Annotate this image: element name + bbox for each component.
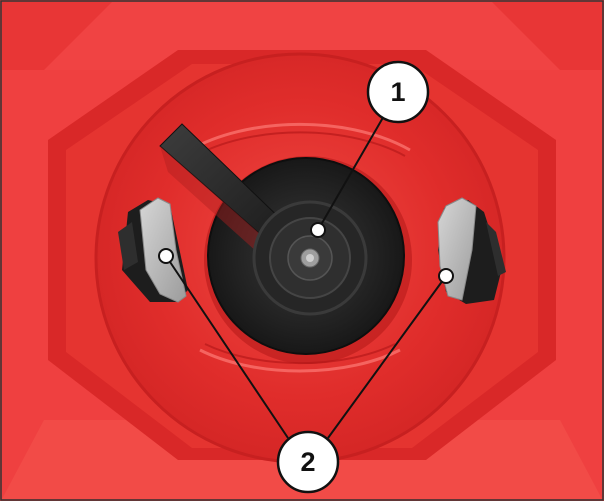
leader-dot-2b [439,269,453,283]
leader-dot-2a [159,249,173,263]
leader-dot-1 [311,223,325,237]
callout-2-label: 2 [300,447,315,477]
callout-1: 1 [368,62,428,122]
callout-2: 2 [278,432,338,492]
callout-1-label: 1 [390,77,405,107]
hub-bolt-center [306,254,314,262]
